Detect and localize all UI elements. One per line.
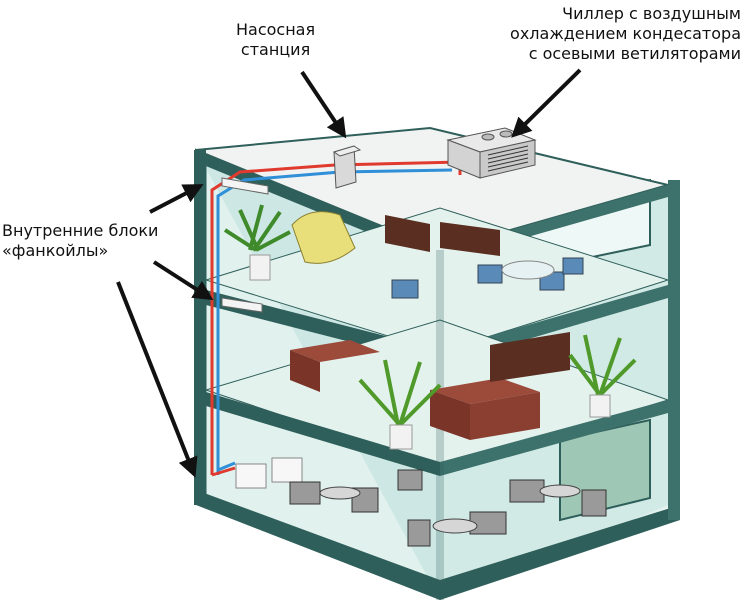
chiller-label: Чиллер с воздушным охлаждением кондесато… [510,4,741,64]
armchair-icon [291,211,356,264]
arrow-pump-station [300,70,347,139]
arrow-chiller [511,68,582,138]
arrow-fancoil-top [149,184,204,214]
desk-icon [290,340,540,440]
plant-icon [223,204,291,281]
pump-station-label-line-2: станция [240,40,311,59]
arrow-fancoil-middle [152,260,214,301]
bookshelf-icon [490,332,570,382]
fancoil-label-line-1: Внутренние блоки [2,221,159,240]
fancoil-label-line-2: «фанкойлы» [2,241,109,260]
chiller-label-line-3: с осевыми ветиляторами [528,44,741,63]
plant-icon [358,334,637,450]
office-chair-icon [391,257,584,299]
table-icon [319,484,581,534]
pump-station-label-line-1: Насосная [236,20,316,39]
chiller-label-line-1: Чиллер с воздушным [562,4,741,23]
arrow-fancoil-bottom [116,281,198,478]
chiller-label-line-2: охлаждением кондесатора [510,24,741,43]
table-icon [501,260,555,280]
bookshelf-icon [385,215,500,256]
fancoil-unit-icon [221,177,303,489]
fancoil-label: Внутренние блоки «фанкойлы» [2,221,158,261]
pump-station-label: Насосная станция [236,20,315,60]
pump-station-icon [332,145,362,189]
pointer-arrows [116,68,582,478]
